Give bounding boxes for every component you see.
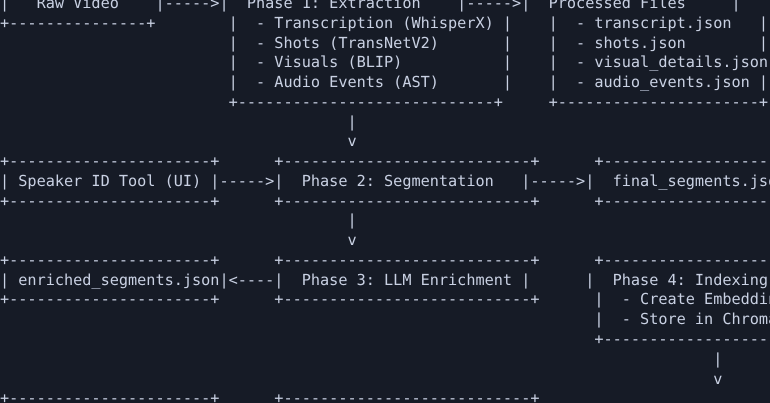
terminal-window[interactable]: | Raw Video |----->| Phase 1: Extraction… [0, 0, 770, 403]
ascii-architecture-diagram: | Raw Video |----->| Phase 1: Extraction… [0, 0, 770, 403]
